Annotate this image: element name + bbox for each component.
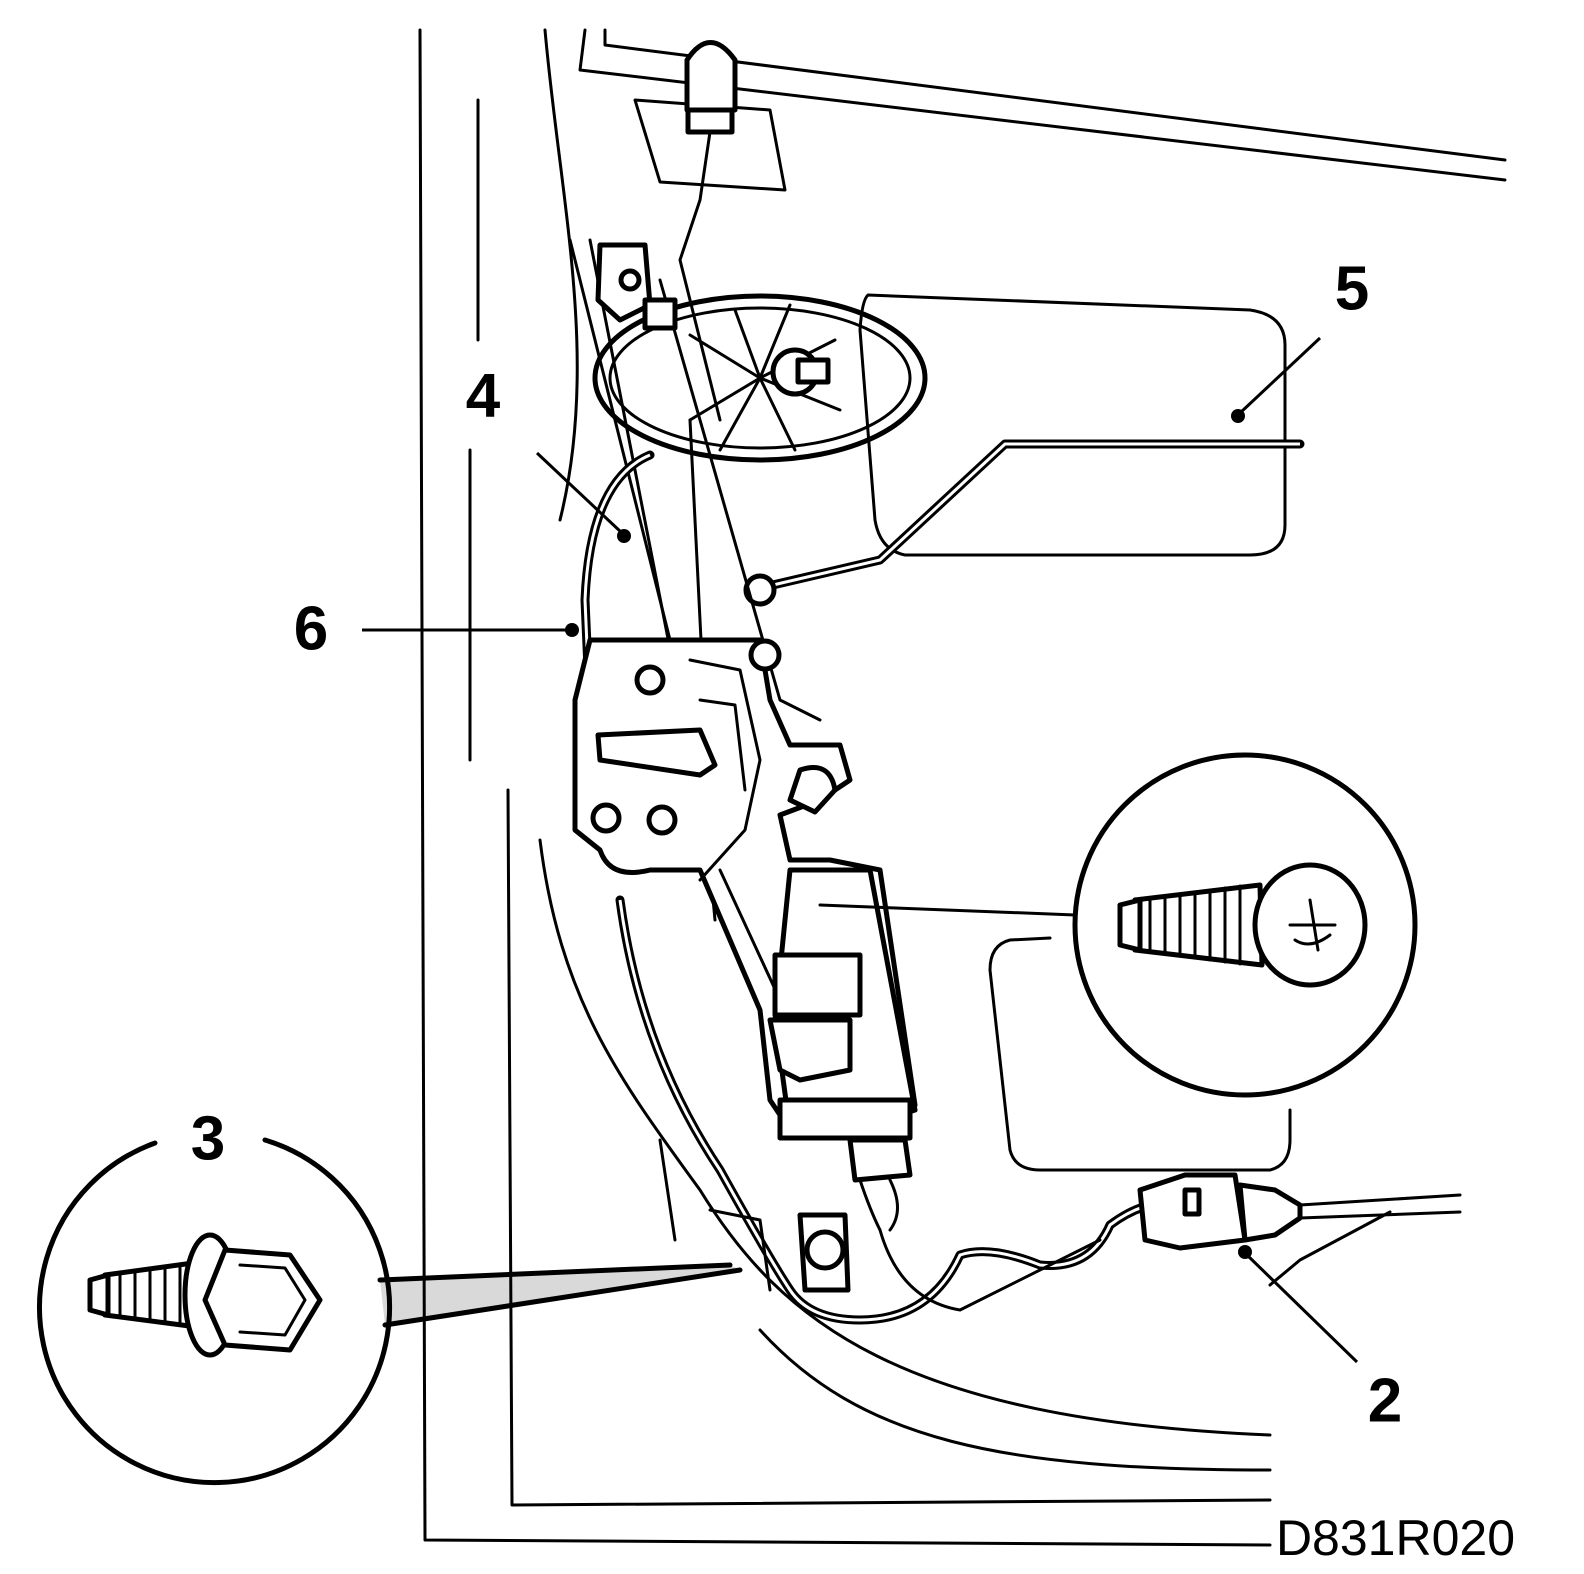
inner-handle-recess xyxy=(858,293,1292,1172)
lock-actuator xyxy=(767,867,918,1232)
rod-6 xyxy=(580,278,822,835)
cable-5 xyxy=(743,439,1305,607)
bellcrank xyxy=(595,242,678,331)
callout-4: 4 xyxy=(466,361,501,430)
leader-lines xyxy=(362,336,1359,1364)
hex-flange-bolt-icon xyxy=(37,1137,743,1485)
callout-2: 2 xyxy=(1368,1366,1402,1435)
phillips-screw-icon xyxy=(818,752,1418,1098)
callout-3: 3 xyxy=(191,1104,225,1173)
connector xyxy=(1137,1172,1462,1287)
figure-id: D831R020 xyxy=(1276,1510,1515,1566)
callout-6: 6 xyxy=(294,594,328,663)
lower-bracket xyxy=(658,1138,851,1293)
wiring-harness xyxy=(615,895,1155,1325)
callout-5: 5 xyxy=(1335,254,1369,323)
door-frame xyxy=(418,28,1507,1547)
courtesy-lamp xyxy=(633,40,787,422)
access-hole xyxy=(592,293,928,463)
